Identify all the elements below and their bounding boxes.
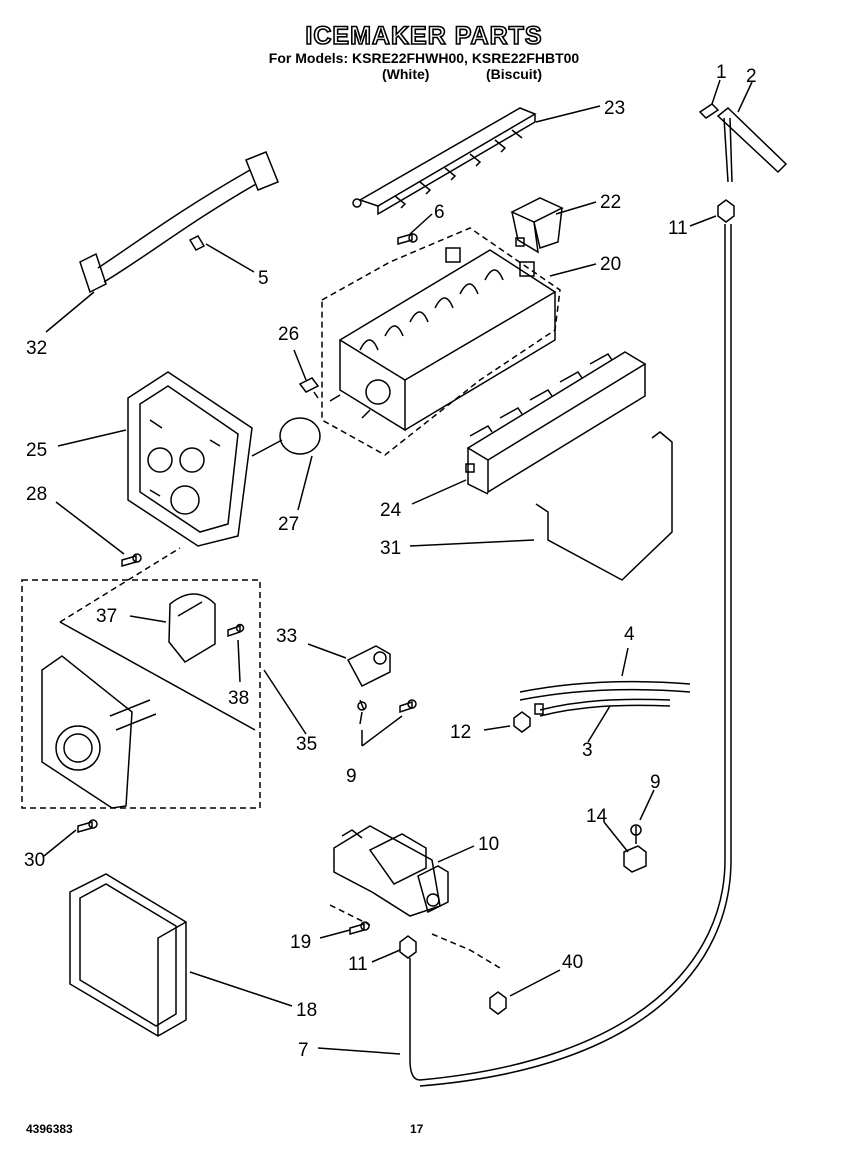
callout-7: 7 [298,1040,309,1061]
diagram-title: ICEMAKER PARTS [305,21,543,51]
part-fill-cup [510,197,564,254]
callout-30: 30 [24,850,45,871]
callout-38: 38 [228,688,249,709]
callout-2: 2 [746,66,757,87]
part-water-valve [333,825,449,917]
part-mold-heater [321,227,561,456]
callout-11-upper: 11 [668,218,688,239]
callout-40: 40 [562,952,583,973]
color-variants: (White) (Biscuit) [0,66,848,82]
callout-31: 31 [380,538,401,559]
callout-22: 22 [600,192,621,213]
part-water-tube [409,224,732,1087]
callout-32: 32 [26,338,47,359]
part-nut-11-upper [717,199,735,223]
part-screw-28 [121,553,142,567]
part-bracket-14 [623,824,647,873]
part-ice-stripper [352,107,537,216]
callout-37: 37 [96,606,117,627]
color-white-label: (White) [382,66,430,82]
callout-6: 6 [434,202,445,223]
part-fill-tube-top [698,103,788,183]
module-assembly-outline [21,579,261,809]
part-nut-12 [513,711,531,733]
part-screw-30 [77,819,98,833]
callout-3: 3 [582,740,593,761]
callout-20: 20 [600,254,621,275]
part-screw-9-pair [357,699,417,725]
part-number: 4396383 [26,1122,73,1136]
part-control-housing [127,371,253,547]
callout-24: 24 [380,500,402,521]
part-motor [251,417,321,457]
callout-4: 4 [624,624,635,645]
part-nut-40 [489,991,507,1015]
callout-9-right: 9 [650,772,661,793]
part-nut-11-lower [399,935,417,959]
model-list: For Models: KSRE22FHWH00, KSRE22FHBT00 [268,50,580,66]
part-motor-assembly [168,593,216,663]
part-motor-clip [298,377,320,399]
callout-35: 35 [296,734,317,755]
part-shutoff-arm [535,431,673,581]
callout-19: 19 [290,932,311,953]
part-cover [69,873,187,1037]
callout-27: 27 [278,514,299,535]
part-control-module [41,655,157,809]
callout-33: 33 [276,626,297,647]
callout-9-left: 9 [346,766,357,787]
page-number: 17 [410,1122,424,1136]
part-screw-6 [397,233,418,245]
part-screw-38 [227,623,245,638]
callout-numbers: 1 2 23 11 6 22 20 5 32 26 25 28 27 24 31… [24,62,757,1061]
color-biscuit-label: (Biscuit) [486,66,542,82]
callout-12: 12 [450,722,471,743]
callout-11-lower: 11 [348,954,368,975]
callout-28: 28 [26,484,47,505]
part-screw-19 [349,921,370,935]
callout-23: 23 [604,98,625,119]
diagram-header: ICEMAKER PARTS For Models: KSRE22FHWH00,… [0,21,848,82]
callout-25: 25 [26,440,47,461]
callout-10: 10 [478,834,499,855]
part-tube-clamp [346,645,391,687]
part-ejector-rake [465,351,647,495]
part-wire-harness [79,151,279,294]
callout-leaders [43,79,753,1055]
callout-5: 5 [258,268,269,289]
callout-1: 1 [716,62,727,83]
callout-18: 18 [296,1000,317,1021]
callout-14: 14 [586,806,608,827]
callout-26: 26 [278,324,299,345]
part-tubes [519,680,691,717]
